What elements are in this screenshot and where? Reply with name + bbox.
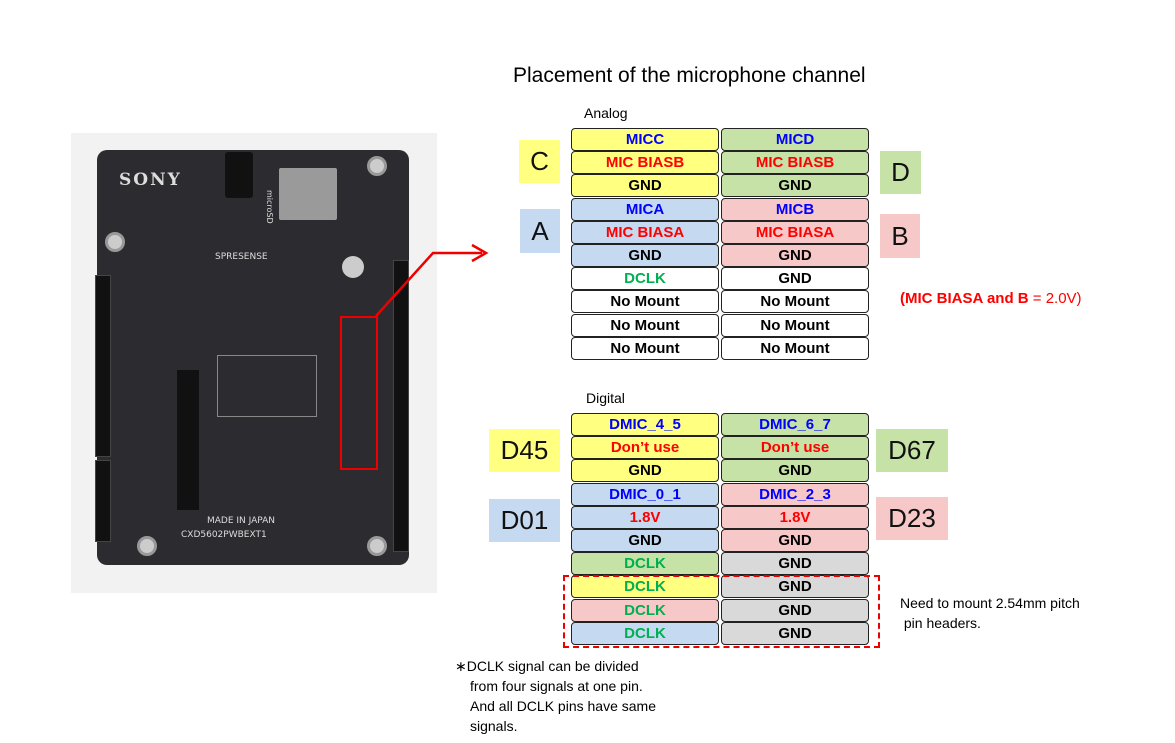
digital-pin-cell: DMIC_2_3	[721, 482, 869, 506]
diagram-title: Placement of the microphone channel	[513, 64, 866, 87]
digital-pin-cell: GND	[571, 529, 719, 552]
digital-pin-cell: GND	[721, 621, 869, 645]
digital-section-label: Digital	[586, 390, 625, 406]
mount-hole	[137, 536, 157, 556]
pin-header-right	[393, 260, 409, 552]
analog-pin-cell: DCLK	[571, 267, 719, 291]
board-brand: SONY	[119, 170, 182, 190]
pin-header-note: Need to mount 2.54mm pitch pin headers.	[900, 593, 1080, 633]
analog-pin-cell: MIC BIASA	[721, 220, 869, 244]
analog-pin-cell: GND	[571, 174, 719, 198]
pin-header-left-bottom	[95, 460, 111, 542]
analog-pin-cell: No Mount	[721, 290, 869, 314]
analog-pin-cell: No Mount	[721, 336, 869, 360]
optional-header-highlight	[563, 575, 880, 648]
digital-pin-cell: DMIC_6_7	[721, 413, 869, 436]
connector	[177, 370, 199, 510]
pointer-arrow	[375, 243, 489, 317]
bias-voltage-note: (MIC BIASA and B = 2.0V)	[900, 290, 1082, 307]
audio-jack	[225, 152, 253, 198]
group-label-d23: D23	[876, 497, 948, 540]
footnote-line: signals.	[470, 718, 518, 734]
group-label-d45: D45	[489, 429, 560, 472]
analog-pin-cell: No Mount	[571, 290, 719, 314]
mount-hole	[367, 536, 387, 556]
digital-pin-cell: Don’t use	[721, 436, 869, 460]
analog-pin-cell: MICA	[571, 197, 719, 221]
digital-pin-cell: 1.8V	[721, 505, 869, 529]
digital-pin-cell: Don’t use	[571, 436, 719, 460]
digital-pin-cell: DCLK	[571, 552, 719, 576]
mount-hole	[105, 232, 125, 252]
digital-pin-cell: DMIC_0_1	[571, 482, 719, 506]
digital-pin-cell: GND	[721, 529, 869, 552]
group-label-c: C	[519, 140, 560, 183]
pin-header-left-top	[95, 275, 111, 457]
footnote-line: And all DCLK pins have same	[470, 698, 656, 714]
dclk-footnote: ∗DCLK signal can be divided from four si…	[455, 656, 656, 736]
board-microsd-label: microSD	[265, 190, 274, 224]
analog-section-label: Analog	[584, 105, 628, 121]
digital-pin-cell: GND	[721, 552, 869, 576]
group-label-d: D	[880, 151, 921, 194]
analog-pin-cell: MICD	[721, 128, 869, 151]
group-label-d01: D01	[489, 499, 560, 542]
analog-pin-cell: MIC BIASB	[571, 151, 719, 175]
group-label-d67: D67	[876, 429, 948, 472]
mic-header-highlight	[340, 316, 378, 470]
mount-hole	[367, 156, 387, 176]
spresense-extension-board: SONY SPRESENSE MADE IN JAPAN CXD5602PWBE…	[95, 150, 409, 565]
footnote-line: from four signals at one pin.	[470, 678, 643, 694]
digital-pin-cell: DCLK	[571, 598, 719, 622]
board-part-number: CXD5602PWBEXT1	[181, 530, 267, 540]
digital-pin-cell: GND	[721, 459, 869, 483]
digital-pin-cell: GND	[721, 598, 869, 622]
spresense-logo	[342, 256, 364, 278]
digital-pin-cell: DCLK	[571, 621, 719, 645]
analog-pin-cell: MICB	[721, 197, 869, 221]
analog-pin-cell: MICC	[571, 128, 719, 151]
digital-pin-cell: 1.8V	[571, 505, 719, 529]
analog-pin-cell: GND	[721, 267, 869, 291]
digital-pin-cell: GND	[571, 459, 719, 483]
analog-pin-cell: No Mount	[571, 313, 719, 337]
microsd-slot	[279, 168, 337, 220]
pin-header-note-line: Need to mount 2.54mm pitch	[900, 595, 1080, 611]
digital-pin-cell: DMIC_4_5	[571, 413, 719, 436]
analog-pin-cell: GND	[721, 244, 869, 267]
analog-pin-cell: MIC BIASA	[571, 220, 719, 244]
analog-pin-cell: No Mount	[571, 336, 719, 360]
board-product: SPRESENSE	[215, 252, 268, 262]
bias-voltage-note-bold: (MIC BIASA and B	[900, 290, 1029, 307]
pin-legend-box	[217, 355, 317, 417]
group-label-a: A	[520, 209, 560, 253]
footnote-line: ∗DCLK signal can be divided	[455, 658, 639, 674]
pin-header-note-line: pin headers.	[900, 615, 981, 631]
analog-pin-cell: MIC BIASB	[721, 151, 869, 175]
bias-voltage-note-value: = 2.0V)	[1028, 290, 1082, 307]
analog-pin-cell: No Mount	[721, 313, 869, 337]
analog-pin-cell: GND	[721, 174, 869, 198]
analog-pin-cell: GND	[571, 244, 719, 267]
group-label-b: B	[880, 214, 920, 258]
board-made-in: MADE IN JAPAN	[207, 516, 276, 526]
